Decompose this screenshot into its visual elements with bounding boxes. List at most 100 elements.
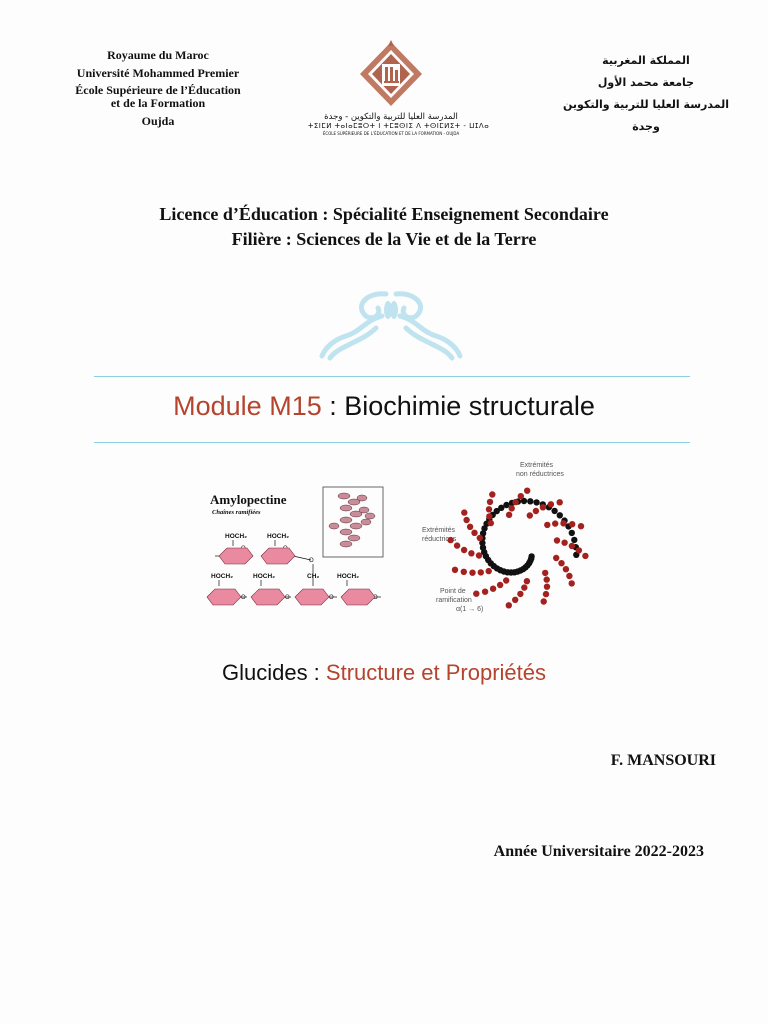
glucose-bead-branch — [485, 506, 493, 513]
glucose-bead-branch — [543, 576, 550, 583]
glucose-bead-branch — [471, 529, 478, 536]
glucose-bead-branch — [453, 542, 461, 549]
header-line-ar: المدرسة العليا للتربية والتكوين — [563, 98, 729, 111]
glucose-bead-branch — [543, 583, 551, 590]
glucose-bead-branch — [542, 590, 550, 598]
glucose-bead-branch — [526, 512, 533, 519]
label-branch-point: ramification — [436, 597, 472, 604]
hoch2-label: HOCH₂ — [267, 533, 289, 540]
academic-year: Année Universitaire 2022-2023 — [493, 843, 704, 860]
glucose-bead-branch — [473, 590, 480, 597]
svg-text:O: O — [241, 595, 246, 601]
glucose-bead-branch — [489, 585, 497, 592]
header-line-ar: جامعة محمد الأول — [597, 76, 695, 89]
subject-title: Glucides : Structure et Propriétés — [60, 656, 708, 690]
glucose-bead-branch — [512, 498, 519, 506]
glucose-bead — [498, 504, 505, 511]
glucose-ring — [260, 547, 296, 565]
logo-caption: المدرسة العليا للتربية والتكوين - وجدة ⵜ… — [308, 112, 489, 137]
glucose-bead-branch — [505, 511, 513, 518]
glucose-bead — [503, 501, 510, 509]
label-branch-point: Point de — [440, 588, 466, 595]
glucose-bead-branch — [568, 542, 576, 550]
subject-name: Structure et Propriétés — [325, 660, 547, 685]
glucose-bead-branch — [542, 569, 549, 577]
glucose-bead — [479, 544, 487, 551]
hoch2-label: HOCH₂ — [211, 573, 233, 580]
header-line: École Supérieure de l’Éducation — [75, 83, 241, 97]
hoch2-label: HOCH₂ — [337, 573, 359, 580]
glucose-ring — [218, 547, 254, 565]
glucose-bead-branch — [560, 520, 567, 527]
glucose-bead-branch — [517, 493, 524, 500]
glucose-bead-branch — [489, 491, 496, 498]
glucose-bead-branch — [544, 521, 551, 529]
header-line: Royaume du Maroc — [107, 48, 209, 62]
glycogen-branch-diagram: Extrémités non réductrices Extrémités ré… — [422, 462, 589, 613]
glucose-bead-branch — [540, 598, 547, 605]
module-name: Biochimie structurale — [344, 391, 595, 421]
glucose-bead-branch — [486, 498, 494, 506]
glucose-bead-branch — [512, 596, 519, 603]
header-line: Oujda — [141, 114, 175, 128]
module-code: Module M15 — [173, 391, 322, 421]
glucose-ring — [206, 588, 242, 606]
glucose-bead-branch — [466, 523, 474, 530]
glucose-bead-branch — [577, 523, 585, 530]
glucose-bead-branch — [552, 520, 559, 527]
label-branch-point: α(1 → 6) — [456, 606, 483, 613]
svg-text:O: O — [309, 558, 314, 564]
glucose-bead — [568, 529, 575, 537]
glucose-bead-branch — [505, 602, 512, 609]
amylopectin-subtitle: Chaînes ramifiées — [212, 509, 261, 516]
amylopectin-title: Amylopectine — [210, 492, 287, 507]
glucose-bead-branch — [468, 550, 475, 557]
label-reducing: Extrémités — [422, 527, 456, 534]
glucose-bead-branch — [447, 536, 454, 544]
author-name: F. MANSOURI — [610, 752, 716, 769]
glucose-bead-branch — [461, 509, 468, 516]
svg-text:O: O — [329, 595, 334, 601]
program-line-1: Licence d’Éducation : Spécialité Enseign… — [159, 204, 609, 224]
hoch2-label: HOCH₂ — [253, 573, 275, 580]
glucose-bead — [493, 507, 500, 515]
helix-inset — [322, 486, 384, 558]
school-logo-icon — [360, 40, 422, 106]
glucose-bead-branch — [556, 499, 563, 506]
glucose-bead-branch — [481, 588, 489, 595]
logo-caption-ar: المدرسة العليا للتربية والتكوين - وجدة — [324, 112, 458, 122]
header-line-ar: المملكة المغربية — [602, 54, 690, 67]
glucose-bead-branch — [566, 572, 573, 580]
glucose-bead-branch — [477, 569, 484, 576]
glucose-bead-branch — [487, 519, 494, 527]
hoch2-label: HOCH₂ — [225, 533, 247, 540]
glucose-bead-branch — [496, 581, 504, 589]
divider-top — [94, 376, 690, 377]
glucose-ring — [340, 588, 376, 606]
glucose-bead-branch — [553, 554, 560, 562]
header-line-ar: وجدة — [632, 120, 660, 133]
glucose-bead-branch — [575, 547, 583, 554]
glucose-bead-branch — [539, 504, 547, 511]
glucose-ring — [294, 588, 330, 606]
glucose-bead-branch — [517, 590, 524, 598]
glucose-bead — [551, 507, 558, 515]
glucose-bead-branch — [569, 521, 576, 528]
glucose-bead — [479, 539, 486, 547]
glucose-bead-branch — [451, 566, 459, 573]
glucose-bead-branch — [558, 560, 565, 567]
glucose-bead-branch — [503, 577, 510, 584]
floral-ornament-icon — [319, 291, 463, 361]
glucose-ring — [250, 588, 286, 606]
header-line: Université Mohammed Premier — [76, 66, 240, 80]
svg-text:O: O — [285, 595, 290, 601]
glucose-bead-branch — [475, 552, 483, 559]
glucose-bead-branch — [463, 516, 470, 524]
glucose-bead-branch — [521, 584, 528, 591]
glucose-bead-branch — [469, 569, 476, 576]
program-line-2: Filière : Sciences de la Vie et de la Te… — [231, 229, 537, 249]
glucose-bead-branch — [547, 501, 555, 508]
glucose-bead-branch — [553, 537, 561, 544]
module-separator: : — [321, 391, 345, 421]
